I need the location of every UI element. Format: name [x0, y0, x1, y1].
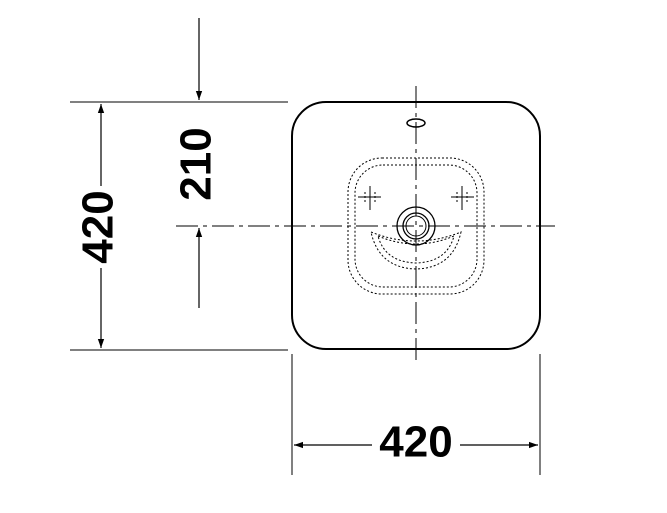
inner-bowl [347, 157, 485, 295]
drain [396, 206, 436, 246]
fixing-mark-right [451, 186, 474, 210]
fixing-mark-left [358, 186, 381, 210]
dimension-label-height-210: 210 [172, 127, 221, 200]
overflow-crescent [370, 231, 462, 270]
extension-lines [70, 101, 541, 475]
dimension-label-height-420: 420 [74, 190, 123, 263]
dimension-label-width-420: 420 [379, 418, 452, 467]
tap-hole [406, 118, 426, 128]
